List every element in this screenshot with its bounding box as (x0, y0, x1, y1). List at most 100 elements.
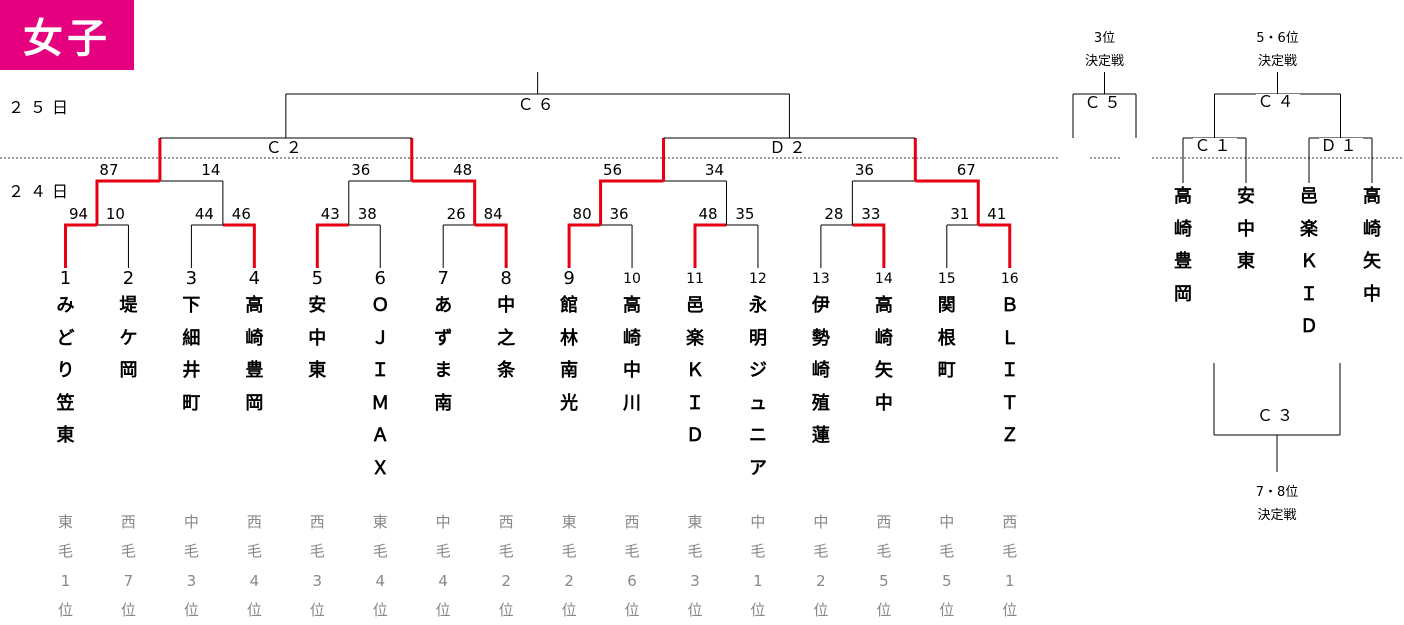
score: 94 (68, 205, 89, 223)
team-name: 中之条 (497, 295, 516, 381)
team-name: 高崎矢中 (874, 295, 893, 414)
score: 36 (351, 161, 371, 179)
page-title: 女子 (0, 0, 134, 70)
placement-team-name: 高崎矢中 (1363, 186, 1381, 305)
team-seed: 1 (59, 268, 72, 289)
winner-line (95, 179, 160, 225)
score: 31 (950, 205, 970, 223)
score: 48 (698, 205, 718, 223)
team-seed: 10 (623, 271, 641, 287)
score: 35 (735, 205, 755, 223)
winner-line (915, 179, 980, 225)
winner-line (599, 179, 664, 225)
winner-line (474, 223, 508, 268)
placement-team-name: 高崎豊岡 (1174, 186, 1192, 305)
team-seed: 6 (374, 268, 386, 289)
match-node-c2: Ｃ２ (263, 138, 308, 157)
team-seed: 7 (437, 268, 449, 289)
score: 28 (824, 205, 844, 223)
team-name: 堤ケ岡 (119, 295, 138, 381)
team-seed: 5 (311, 268, 324, 289)
score: 84 (483, 205, 503, 223)
team-name: 下細井町 (182, 295, 201, 414)
team-seed: 4 (248, 268, 261, 289)
winner-line (222, 223, 256, 268)
placement-team-name: 安中東 (1237, 186, 1255, 272)
team-name: 高崎豊岡 (245, 295, 264, 414)
score: 26 (446, 205, 466, 223)
team-seed: 8 (500, 268, 512, 289)
score: 46 (231, 205, 251, 223)
team-seed: 14 (874, 271, 893, 287)
winner-line (567, 223, 601, 268)
team-name: 安中東 (308, 295, 327, 381)
match-node-c5: Ｃ５ (1082, 93, 1127, 112)
day-label-24: ２４日 (8, 182, 75, 201)
team-seed: 12 (749, 271, 767, 287)
match-node-d1: Ｄ１ (1318, 136, 1363, 155)
winner-line (693, 223, 727, 268)
score: 43 (320, 205, 340, 223)
score: 80 (572, 205, 592, 223)
team-seed: 11 (686, 271, 704, 287)
score: 33 (861, 205, 881, 223)
match-node-c6: Ｃ６ (515, 95, 560, 114)
team-seed: 9 (563, 268, 575, 289)
score: 38 (357, 205, 377, 223)
match-node-c3: Ｃ３ (1254, 406, 1300, 425)
team-name: 関根町 (937, 295, 956, 381)
winner-line (978, 223, 1012, 268)
team-seed: 15 (937, 271, 956, 287)
score: 67 (956, 161, 976, 179)
team-name: あずま南 (434, 295, 453, 414)
score: 36 (609, 205, 629, 223)
score: 48 (453, 161, 473, 179)
match-node-c1: Ｃ１ (1192, 136, 1237, 155)
day-label-25: ２５日 (8, 98, 75, 117)
place-label-third: 3位決定戦 (1084, 31, 1125, 69)
score: 87 (99, 161, 119, 179)
match-node-d2: Ｄ２ (767, 138, 812, 157)
score: 56 (603, 161, 623, 179)
team-name: 伊勢崎殖蓮 (811, 295, 830, 446)
team-seed: 13 (811, 271, 830, 287)
winner-line (852, 223, 886, 268)
team-seed: 16 (1000, 271, 1019, 287)
winner-line (315, 223, 349, 268)
team-seed: 2 (122, 268, 135, 289)
score: 14 (201, 161, 221, 179)
team-seed: 3 (185, 268, 198, 289)
winner-line (64, 223, 97, 268)
score: 41 (987, 205, 1007, 223)
score: 34 (704, 161, 725, 179)
place-label-seventh: 7・8位決定戦 (1255, 485, 1299, 523)
winner-line (411, 179, 477, 225)
team-name: 高崎中川 (623, 295, 642, 414)
score: 10 (105, 205, 125, 223)
team-name: 永明ジュニア (748, 295, 767, 479)
score: 36 (854, 161, 874, 179)
team-name: 館林南光 (560, 295, 579, 414)
place-label-fifth: 5・6位決定戦 (1256, 31, 1299, 69)
